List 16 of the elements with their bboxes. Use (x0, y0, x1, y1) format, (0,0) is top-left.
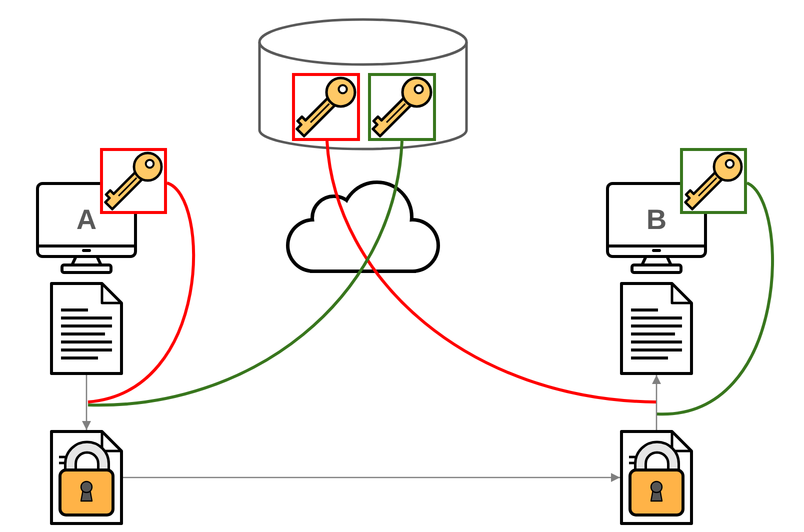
arrow (652, 375, 661, 430)
cloud (286, 180, 440, 273)
connector-line (88, 140, 404, 406)
connector-line (326, 140, 656, 404)
database-cylinder (258, 18, 468, 151)
document (620, 282, 693, 375)
locked-document (620, 430, 693, 525)
locked-document (50, 430, 123, 525)
computer-label: B (646, 206, 667, 234)
computer-monitor (606, 182, 707, 274)
connector-line (656, 182, 774, 416)
document (50, 282, 123, 375)
computer-label: A (76, 206, 97, 234)
arrow (82, 375, 91, 430)
arrow (123, 473, 620, 482)
connector-line (88, 182, 195, 404)
